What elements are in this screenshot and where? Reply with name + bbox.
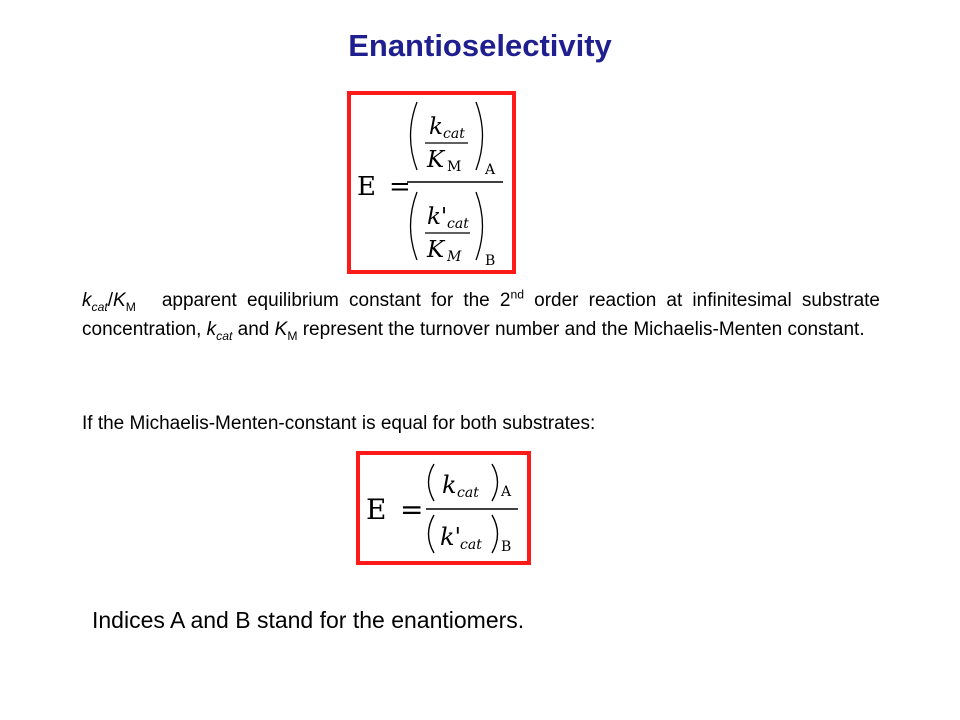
den-right-paren	[475, 191, 484, 261]
def-kcat-2-sub: cat	[216, 328, 233, 343]
num-k-sub: cat	[443, 126, 465, 142]
formula-box-simple: E = k cat A k' cat B	[356, 451, 531, 565]
simple-den-k: k'	[440, 523, 461, 551]
simple-den-right-paren	[491, 514, 499, 554]
simple-den-k-sub: cat	[460, 537, 482, 553]
formula-box-full: E = k cat K M A k' cat K M B	[347, 91, 516, 274]
def-text-4: represent the turnover number and the Mi…	[297, 319, 865, 340]
simple-num-k-sub: cat	[457, 485, 479, 501]
simple-num-right-paren	[491, 463, 499, 502]
def-kcat-sub: cat	[91, 299, 108, 314]
den-K-sub: M	[446, 249, 462, 265]
def-KM-2: K	[274, 319, 288, 340]
def-KM: K	[113, 290, 126, 311]
def-KM-sub: M	[125, 299, 136, 314]
def-KM-2-sub: M	[287, 328, 298, 343]
slide-title: Enantioselectivity	[348, 28, 612, 63]
indices-note: Indices A and B stand for the enantiomer…	[92, 607, 525, 633]
den-index: B	[485, 253, 495, 269]
formula-full-equals: =	[389, 172, 411, 202]
simple-lhs: E	[366, 493, 386, 526]
simple-num-k: k	[442, 471, 457, 499]
den-k-sub: cat	[447, 216, 469, 232]
def-slash: /	[107, 290, 113, 311]
simple-num-index: A	[500, 484, 512, 500]
def-nd-sup: nd	[510, 287, 524, 302]
formula-simple-svg: E = k cat A k' cat B	[366, 463, 518, 555]
simple-den-index: B	[501, 539, 511, 555]
simple-den-left-paren	[427, 514, 435, 554]
def-kcat-2: k	[206, 319, 217, 340]
def-text-1: apparent equilibrium constant for the 2	[161, 290, 511, 311]
den-K: K	[426, 237, 446, 263]
simple-equals: =	[400, 493, 423, 526]
simple-num-left-paren	[427, 463, 435, 502]
num-left-paren	[409, 101, 418, 171]
def-text-3: and	[232, 319, 275, 340]
num-right-paren	[475, 101, 484, 171]
def-text-2: order reaction at infinitesimal substrat…	[82, 290, 880, 340]
formula-full-lhs: E	[357, 172, 376, 202]
num-K-sub: M	[447, 159, 461, 175]
num-K: K	[426, 147, 446, 173]
den-k: k'	[427, 204, 447, 230]
num-index: A	[484, 162, 496, 178]
den-left-paren	[409, 191, 418, 261]
num-k: k	[429, 114, 443, 140]
condition-text: If the Michaelis-Menten-constant is equa…	[82, 413, 596, 434]
formula-full-svg: E = k cat K M A k' cat K M B	[357, 101, 503, 269]
def-kcat: k	[82, 290, 92, 311]
